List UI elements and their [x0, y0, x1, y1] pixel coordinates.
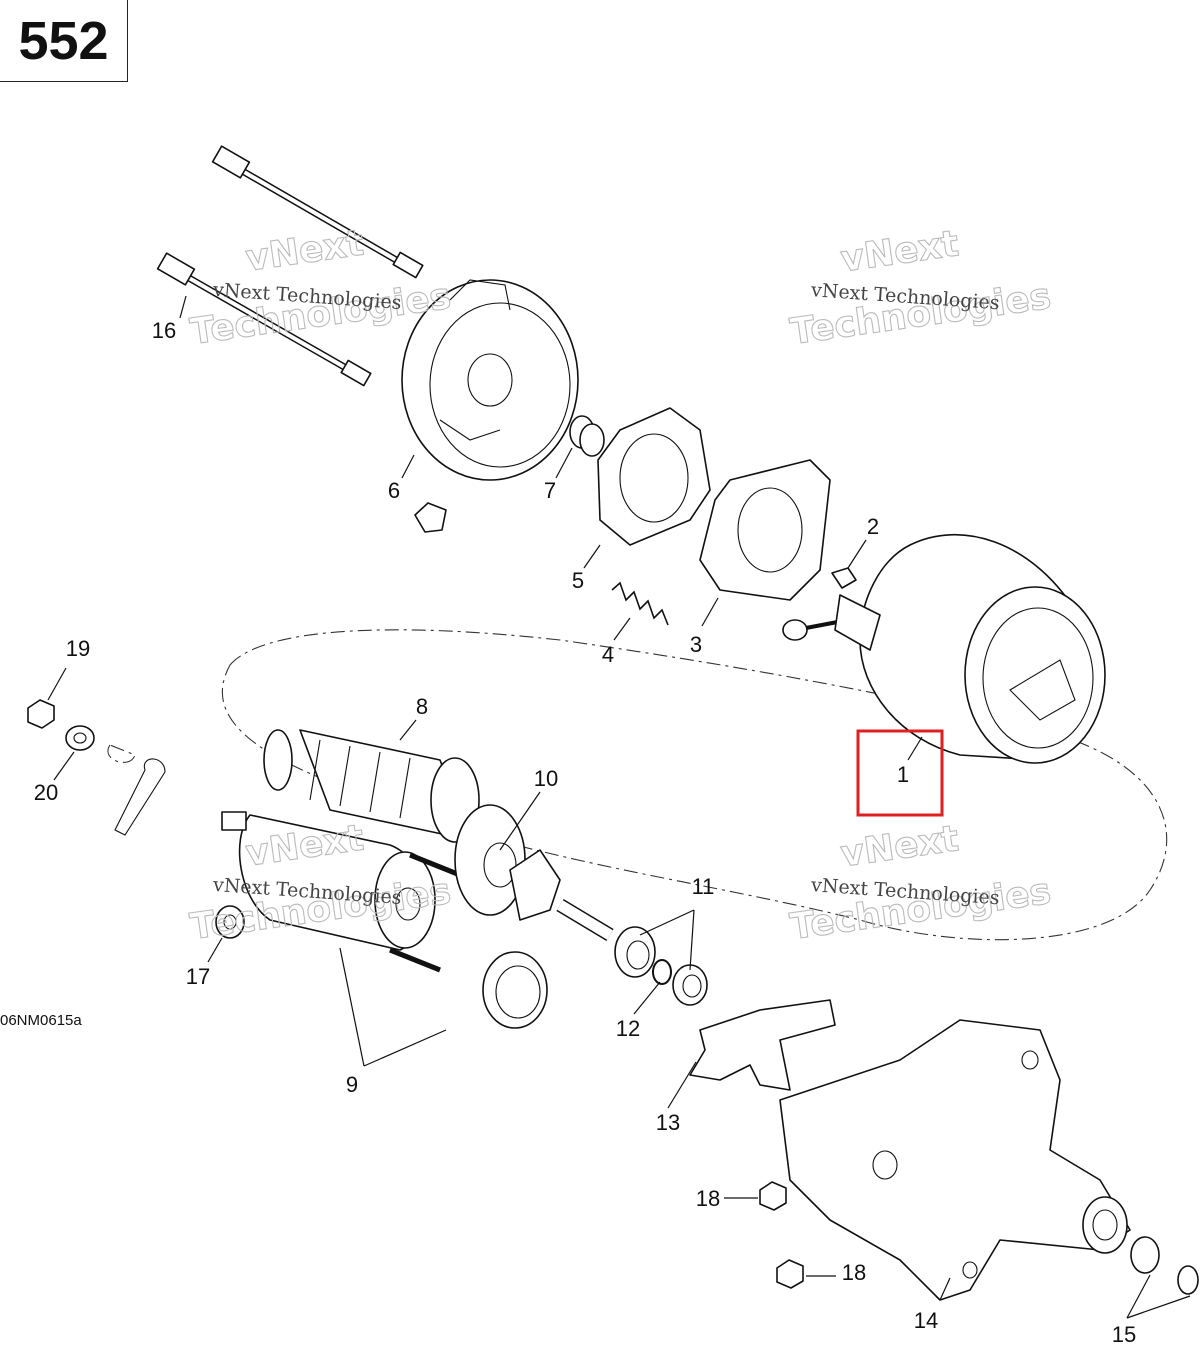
callout-5: 5: [572, 568, 584, 593]
assembly-outline: [221, 629, 1168, 941]
brush-clip: [414, 502, 447, 533]
drive-housing: [779, 1019, 1131, 1301]
watermark-big-line1: vNext: [838, 223, 961, 280]
snap-ring: [652, 959, 672, 985]
callout-1: 1: [897, 762, 909, 787]
callout-3: 3: [690, 632, 702, 657]
drive-lever: [689, 999, 836, 1091]
highlight-box: [856, 729, 944, 817]
page-number-box: 552: [0, 0, 128, 82]
callout-9: 9: [346, 1072, 358, 1097]
callout-15: 15: [1112, 1322, 1136, 1347]
bushing: [569, 415, 605, 457]
drawing-reference: 06NM0615a: [0, 1012, 82, 1029]
grommet: [215, 905, 245, 939]
page-number: 552: [18, 10, 109, 71]
callout-18-upper: 18: [696, 1186, 720, 1211]
yoke-housing: [834, 533, 1106, 764]
stop-ring-collar: [614, 926, 656, 978]
plunger-cap: [482, 951, 548, 1029]
callout-18-lower: 18: [842, 1260, 866, 1285]
thrust-washer: [672, 964, 708, 1006]
watermark-big-line1: vNext: [243, 223, 366, 280]
brush-plate: [597, 407, 711, 546]
flange-nut-lower: [776, 1259, 804, 1289]
leader-lines: [47, 295, 1191, 1319]
callout-19: 19: [66, 636, 90, 661]
watermark-top-right: vNext Technologies vNext Technologies: [787, 223, 1054, 354]
callout-6: 6: [388, 478, 400, 503]
callout-16: 16: [152, 318, 176, 343]
through-bolt-lower: [156, 252, 372, 387]
cable-terminal: [107, 744, 166, 836]
lock-washer: [65, 725, 95, 751]
watermark-bottom-right: vNext Technologies vNext Technologies: [787, 818, 1054, 949]
brush-holder: [699, 459, 831, 601]
callout-14: 14: [914, 1308, 938, 1333]
flange-nut-upper: [759, 1181, 787, 1211]
through-bolt-upper: [211, 145, 424, 279]
front-bushing: [1130, 1236, 1199, 1295]
callout-20: 20: [34, 780, 58, 805]
callout-8: 8: [416, 694, 428, 719]
hex-nut: [27, 699, 55, 729]
callout-labels: 1 2 3 4 5 6 7 8 9 10 11 12 13 14 15 16 1…: [34, 318, 1136, 1347]
callout-4: 4: [602, 642, 614, 667]
callout-13: 13: [656, 1110, 680, 1135]
brush-block: [831, 567, 857, 589]
callout-12: 12: [616, 1016, 640, 1041]
solenoid: [221, 811, 461, 973]
watermark-big-line1: vNext: [838, 818, 961, 875]
callout-17: 17: [186, 964, 210, 989]
callout-2: 2: [867, 514, 879, 539]
callout-10: 10: [534, 766, 558, 791]
callout-11: 11: [692, 874, 715, 899]
spring: [611, 581, 669, 626]
overrunning-clutch: [454, 804, 614, 942]
callout-7: 7: [544, 478, 556, 503]
end-cover: [401, 279, 579, 481]
